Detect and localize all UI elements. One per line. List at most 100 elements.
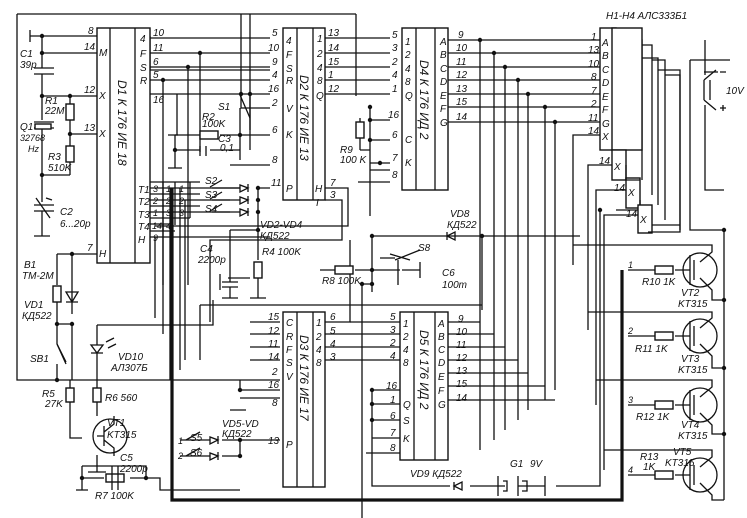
t-cell: 3: [166, 208, 171, 218]
power-connector: [703, 69, 718, 111]
pin-num: 11: [268, 339, 278, 350]
pin-label: V: [286, 104, 294, 115]
pin-num: 14: [328, 43, 340, 54]
resistors: [65, 103, 674, 483]
pin-num: 5: [392, 30, 398, 41]
pin-num: 13: [456, 84, 468, 95]
label-vt2: VT2: [681, 288, 700, 299]
chip-d3: D3 К 176 ИЕ 17 15 C 12 R 11 F 14 S 2 V 1…: [268, 311, 336, 488]
pin-label: A: [439, 37, 447, 48]
t-label: T1: [138, 185, 150, 196]
t-cell: 9: [153, 233, 158, 243]
t-cell: 1: [179, 184, 184, 194]
resistor-r12: [654, 400, 674, 410]
pin-num: 13: [268, 436, 280, 447]
label-r6: R6 560: [105, 393, 138, 404]
pin-num: 2: [590, 99, 597, 110]
pin-label: C: [602, 65, 610, 76]
pin-label: 4: [316, 345, 322, 356]
pin-label: D: [438, 358, 445, 369]
value-g1: 9V: [530, 459, 544, 470]
pin-label: K: [286, 130, 294, 141]
pin-label: 4: [140, 34, 146, 45]
label-s2: S2: [205, 176, 218, 187]
chip-d1: D1 К 176 ИЕ 18 8 14 M 12 X 13 X 7 H 10 4…: [84, 26, 165, 264]
pin-num: 2: [391, 57, 398, 68]
pin-num: 11: [588, 113, 598, 124]
value-r1: 22M: [44, 106, 65, 117]
value-r13: 1K: [643, 462, 657, 473]
pin-num: 10: [153, 28, 165, 39]
pin-num: 16: [153, 95, 165, 106]
label-vd1: VD1: [24, 300, 43, 311]
pin-label: H: [315, 184, 323, 195]
label-r2: R2: [202, 112, 215, 123]
label-vd10: VD10: [118, 352, 143, 363]
pin-label: R: [286, 76, 293, 87]
chip-d1-name: D1 К 176 ИЕ 18: [115, 80, 129, 166]
resistor-r1: [65, 103, 75, 121]
pin-label: K: [405, 158, 413, 169]
t-cell: 3: [179, 208, 184, 218]
t-cell: 1: [153, 208, 158, 218]
switch-num: 2: [177, 451, 183, 461]
diode-vd8: [445, 230, 456, 242]
pin-label: A: [601, 38, 609, 49]
pin-num: 6: [392, 130, 398, 141]
t-cell: 2: [178, 196, 184, 206]
pin-label: R: [286, 332, 293, 343]
label-s5: S5: [190, 433, 203, 444]
pin-num: 9: [458, 314, 464, 325]
pin-label: C: [440, 64, 448, 75]
pin-num: 4: [390, 351, 396, 362]
t-cell: 1: [166, 184, 171, 194]
pin-label: X: [613, 162, 621, 173]
pin-label: 8: [316, 358, 322, 369]
unit-q1: Hz: [28, 144, 39, 154]
pin-num: 11: [271, 178, 281, 189]
pin-label: 4: [317, 63, 323, 74]
diode-vd4: [239, 208, 250, 218]
pin-num: 6: [272, 125, 278, 136]
pin-num: 16: [388, 110, 400, 121]
capacitor-c3: [199, 146, 250, 290]
pin-num: 14: [614, 183, 626, 194]
led-vd10: [89, 337, 117, 355]
pin-num: 14: [268, 352, 280, 363]
pin-num: 6: [390, 411, 396, 422]
component-labels: C1 39p R1 22M Q1 32768 Hz R3 510K C2 6..…: [20, 49, 745, 502]
diode-vd1: [64, 291, 80, 304]
pin-num: 6: [153, 57, 159, 68]
label-c4: C4: [200, 244, 213, 255]
value-vt5: KT315: [665, 458, 695, 469]
pin-label: C: [438, 345, 446, 356]
transistor-vt1: [92, 418, 128, 454]
value-c1: 39p: [20, 60, 37, 71]
pin-label: 2: [402, 332, 409, 343]
bus-num: 3: [628, 395, 633, 405]
pin-label: F: [286, 345, 293, 356]
pin-num: 4: [272, 70, 278, 81]
label-vd2-vd4: VD2-VD4: [260, 220, 303, 231]
pin-num: 7: [330, 178, 336, 189]
pin-label: X: [627, 188, 635, 199]
pin-label: S: [403, 416, 410, 427]
pin-num: 8: [272, 398, 278, 409]
value-vd8: КД522: [447, 220, 477, 231]
pin-label: E: [438, 372, 445, 383]
pin-num: 7: [87, 243, 93, 254]
pin-label: F: [286, 50, 293, 61]
value-q1: 32768: [20, 133, 45, 143]
label-q1: Q1: [20, 122, 33, 133]
pin-label: 8: [403, 358, 409, 369]
label-sb1: SB1: [30, 354, 49, 365]
pin-num: 3: [330, 352, 336, 363]
pin-num: 8: [392, 170, 398, 181]
pin-num: 12: [456, 70, 468, 81]
label-s6: S6: [190, 448, 203, 459]
battery-supply: [497, 69, 726, 496]
pin-label: D: [602, 78, 609, 89]
pin-num: 13: [84, 123, 96, 134]
pin-num: 4: [330, 339, 336, 350]
pin-num: 9: [458, 30, 464, 41]
